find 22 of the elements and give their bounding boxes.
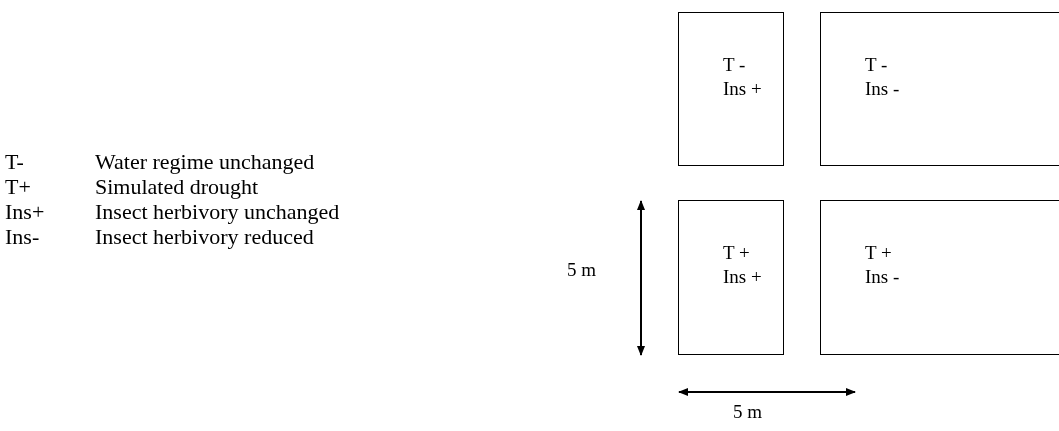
dimension-label: 5 m — [733, 400, 763, 424]
key-description: Simulated drought — [95, 175, 259, 199]
key-code: Ins+ — [5, 200, 45, 224]
key-code: T- — [5, 150, 24, 174]
plot-square — [820, 200, 1059, 355]
treatment-label: T + — [723, 241, 750, 265]
plot-square — [678, 200, 784, 355]
key-description: Water regime unchanged — [95, 150, 315, 174]
treatment-label: T + — [865, 241, 892, 265]
dimension-label: 5 m — [567, 258, 597, 282]
treatment-label: T - — [723, 53, 746, 77]
treatment-label: Ins + — [723, 77, 762, 101]
key-description: Insect herbivory reduced — [95, 225, 314, 249]
key-code: T+ — [5, 175, 31, 199]
plot-square — [678, 12, 784, 166]
treatment-label: T - — [865, 53, 888, 77]
treatment-label: Ins - — [865, 265, 900, 289]
treatment-label: Ins + — [723, 265, 762, 289]
key-code: Ins- — [5, 225, 40, 249]
treatment-label: Ins - — [865, 77, 900, 101]
plot-square — [820, 12, 1059, 166]
key-description: Insect herbivory unchanged — [95, 200, 340, 224]
